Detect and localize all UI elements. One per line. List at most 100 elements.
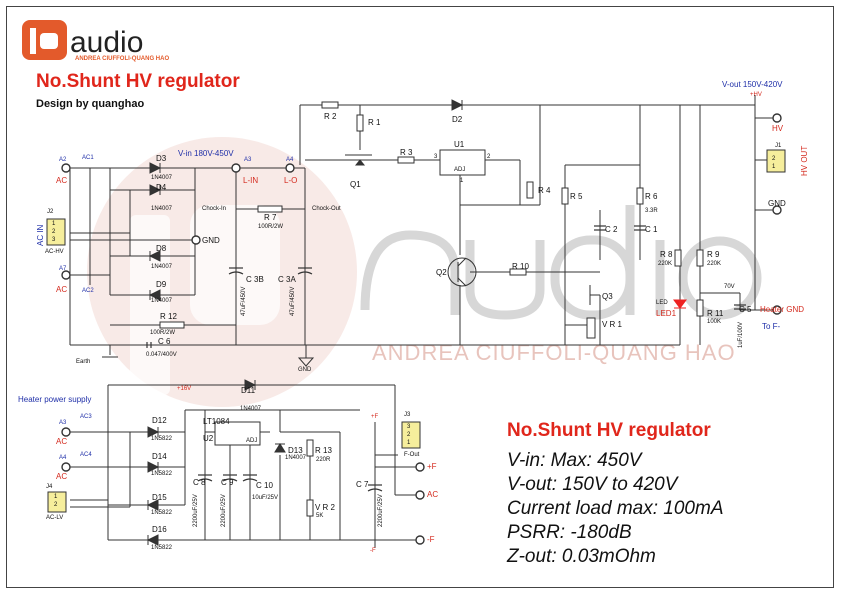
r8-label: R 8: [660, 250, 673, 259]
ac-terminal-e: AC: [427, 490, 439, 499]
terminals: [61, 113, 782, 545]
hv-gnd-label: GND: [768, 199, 786, 208]
d11-label: D11: [241, 386, 256, 395]
led1-label: LED1: [656, 309, 677, 318]
c5-value: 1uF/100V: [738, 321, 744, 348]
r12-value: 100R/2W: [150, 330, 176, 336]
diodes: [146, 99, 464, 546]
d13-value: 1N4007: [285, 455, 307, 461]
d12-value: 1N5822: [151, 436, 173, 442]
c9-label: C 9: [221, 478, 234, 487]
c6-label: C 6: [158, 337, 171, 346]
transistors: [345, 154, 600, 305]
r12-label: R 12: [160, 312, 177, 321]
connectors: [46, 149, 786, 513]
r11-label: R 11: [707, 309, 724, 318]
d8-label: D8: [156, 244, 167, 253]
j2-pin2: 2: [52, 229, 56, 235]
c3a-label: C 3A: [278, 275, 296, 284]
plus-16v-label: +16V: [177, 386, 192, 392]
d13-label: D13: [288, 446, 303, 455]
wires: [69, 95, 777, 548]
ac-hv-label: AC-HV: [45, 249, 64, 255]
capacitors: [146, 225, 746, 492]
main-gnd-label: GND: [298, 367, 312, 373]
c3b-label: C 3B: [246, 275, 264, 284]
j2-label: J2: [47, 209, 54, 215]
led-symbol: [673, 299, 687, 309]
brand-logo: [22, 20, 67, 60]
r3-label: R 3: [400, 148, 413, 157]
c6-value: 0.047/400V: [146, 352, 177, 358]
ac-in-label: AC IN: [36, 224, 45, 246]
j2-pin1: 1: [52, 221, 56, 227]
minus-f-terminal-label: -F: [427, 535, 435, 544]
a7-label: A7: [59, 266, 67, 272]
vr2-value: 5K: [316, 513, 324, 519]
d3-label: D3: [156, 154, 167, 163]
watermark-tagline: ANDREA CIUFFOLI-QUANG HAO: [372, 340, 736, 365]
plus-hv-label: +HV: [750, 92, 762, 98]
q2-label: Q2: [436, 268, 447, 277]
a3-label: A3: [244, 157, 252, 163]
chock-out-label: Chock-Out: [312, 206, 341, 212]
u2-label: U2: [203, 434, 214, 443]
vout-label: V-out 150V-420V: [722, 80, 783, 89]
led-tag-label: LED: [656, 300, 668, 306]
c3a-value: 47uF/450V: [290, 286, 296, 316]
c7-value: 2200uF/25V: [378, 494, 384, 527]
resistors: [159, 101, 704, 517]
ac2-label: AC2: [82, 288, 94, 294]
j3-pin1: 1: [407, 440, 411, 446]
r2-label: R 2: [324, 112, 337, 121]
d15-value: 1N5822: [151, 510, 173, 516]
d9-value: 1N4007: [151, 298, 173, 304]
d9-label: D9: [156, 280, 167, 289]
r10-label: R 10: [512, 262, 529, 271]
j1-pin1: 1: [772, 164, 776, 170]
c1-label: C 1: [645, 225, 658, 234]
page-title: No.Shunt HV regulator: [36, 71, 240, 92]
watermark-audio-glyphs: [360, 205, 762, 320]
d4-label: D4: [156, 183, 167, 192]
r7-value: 100R/2W: [258, 224, 284, 230]
minus-f-node-label: -F: [370, 548, 376, 554]
d3-value: 1N4007: [151, 175, 173, 181]
chock-in-label: Chock-In: [202, 206, 227, 212]
c7-label: C 7: [356, 480, 369, 489]
ac-lv-label: AC-LV: [46, 515, 64, 521]
r7-label: R 7: [264, 213, 277, 222]
c8-value: 2200uF/25V: [193, 494, 199, 527]
u2-name-label: LT1084: [203, 417, 230, 426]
d16-label: D16: [152, 525, 167, 534]
j1-label: J1: [775, 143, 782, 149]
r1-label: R 1: [368, 118, 381, 127]
d14-label: D14: [152, 452, 167, 461]
c2-label: C 2: [605, 225, 618, 234]
c5-label: C 5: [739, 305, 752, 314]
j3-label: J3: [404, 412, 411, 418]
r6-label: R 6: [645, 192, 658, 201]
d15-label: D15: [152, 493, 167, 502]
j3-pin2: 2: [407, 432, 411, 438]
q1-label: Q1: [350, 180, 361, 189]
u1-pin1: 1: [460, 178, 464, 184]
f-out-label: F-Out: [404, 452, 420, 458]
ac-terminal-d: AC: [56, 472, 68, 481]
c9-value: 2200uF/25V: [221, 494, 227, 527]
spec-psrr: PSRR: -180dB: [507, 522, 632, 543]
r11-value: 100K: [707, 319, 722, 325]
page-subtitle: Design by quanghao: [36, 98, 145, 110]
spec-vin: V-in: Max: 450V: [507, 450, 642, 471]
u1-pin3: 3: [434, 154, 438, 160]
earth-label: Earth: [76, 359, 91, 365]
d16-value: 1N5822: [151, 545, 173, 551]
l-in-label: L-IN: [243, 176, 259, 185]
a3b-label: A3: [59, 420, 67, 426]
spec-title: No.Shunt HV regulator: [507, 420, 711, 441]
v70-label: 70V: [724, 284, 735, 290]
d14-value: 1N5822: [151, 471, 173, 477]
ac-terminal-a: AC: [56, 176, 68, 185]
spec-current: Current load max: 100mA: [507, 498, 724, 519]
